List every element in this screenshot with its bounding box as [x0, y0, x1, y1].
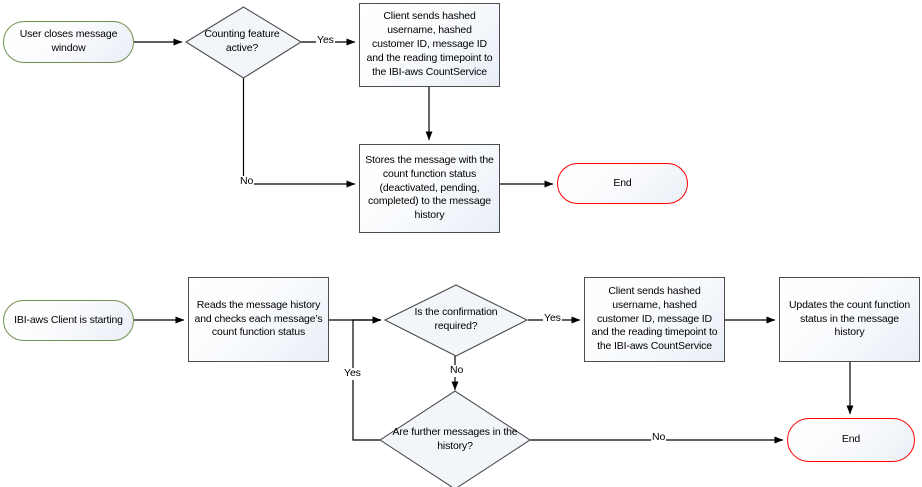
- edge-label-confirm-yes: Yes: [543, 312, 562, 325]
- process-updates-count-function-status[interactable]: Updates the count function status in the…: [779, 277, 920, 362]
- end-terminator-bottom[interactable]: End: [787, 418, 915, 462]
- edge-further-yes-loopback: [352, 316, 382, 441]
- edge-label-confirm-no: No: [449, 364, 465, 377]
- decision-confirmation-shape: [383, 284, 529, 357]
- edge-label-further-no: No: [651, 431, 667, 444]
- decision-further-messages-shape: [378, 390, 532, 487]
- process-reads-message-history[interactable]: Reads the message history and checks eac…: [188, 277, 329, 362]
- process-stores-message-with-status[interactable]: Stores the message with the count functi…: [359, 144, 500, 233]
- start-user-closes-message-window[interactable]: User closes message window: [3, 21, 134, 63]
- process-client-sends-count-data-bottom[interactable]: Client sends hashed username, hashed cus…: [584, 277, 725, 362]
- edge-label-further-yes: Yes: [343, 367, 362, 380]
- decision-counting-feature-shape: [184, 6, 303, 79]
- end-terminator-top[interactable]: End: [557, 163, 688, 204]
- edge-counting-no-to-store: [242, 78, 356, 188]
- process-client-sends-count-data-top[interactable]: Client sends hashed username, hashed cus…: [359, 3, 500, 87]
- edge-label-counting-yes: Yes: [316, 34, 335, 47]
- edge-label-counting-no: No: [239, 175, 255, 188]
- start-ibi-aws-client-is-starting[interactable]: IBI-aws Client is starting: [3, 300, 134, 341]
